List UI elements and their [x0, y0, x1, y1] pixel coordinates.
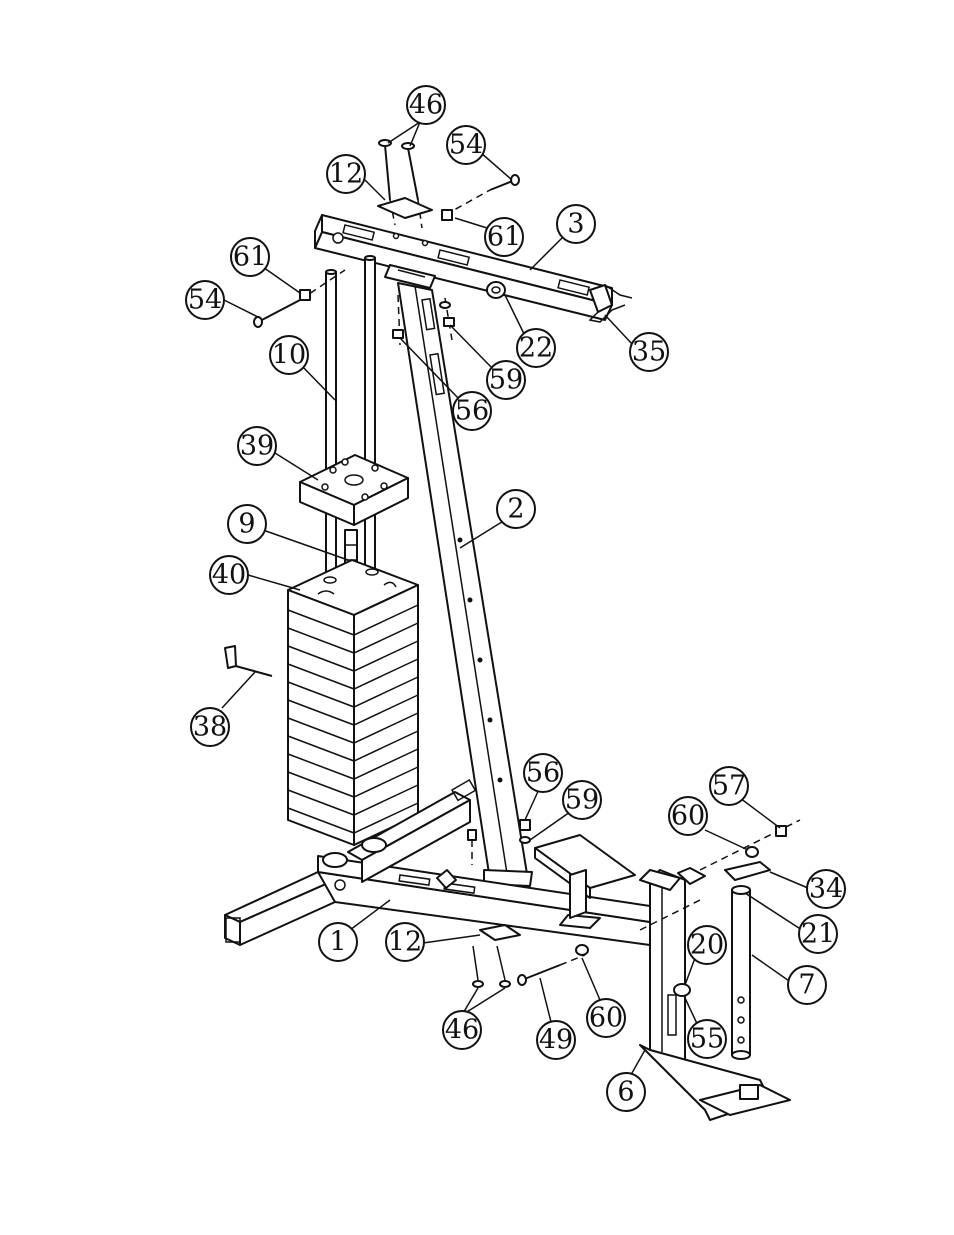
callout-61-left-label: 61 — [233, 242, 267, 273]
callout-46-top: 46 — [406, 85, 446, 125]
callout-46-top-label: 46 — [409, 90, 443, 121]
callout-9: 9 — [227, 504, 267, 544]
callout-1: 1 — [318, 922, 358, 962]
callout-6: 6 — [606, 1072, 646, 1112]
callout-54-left-label: 54 — [188, 285, 222, 316]
callout-35: 35 — [629, 332, 669, 372]
leg-tube-part-7 — [731, 885, 751, 1060]
callout-39-label: 39 — [240, 431, 274, 462]
callout-12-top: 12 — [326, 154, 366, 194]
callout-59-bottom: 59 — [562, 780, 602, 820]
leg-fasteners-34-57-60 — [699, 819, 801, 881]
pulley-part-22 — [486, 281, 506, 299]
callout-21-label: 21 — [801, 919, 835, 950]
top-bracket-part-12 — [377, 197, 433, 219]
callout-60-right: 60 — [668, 796, 708, 836]
callout-3: 3 — [556, 204, 596, 244]
callout-20: 20 — [687, 925, 727, 965]
callout-20-label: 20 — [690, 930, 724, 961]
callout-56-top-label: 56 — [455, 396, 489, 427]
callout-57-label: 57 — [712, 771, 746, 802]
callout-56-bottom-label: 56 — [526, 758, 560, 789]
callout-35-label: 35 — [632, 337, 666, 368]
callout-39: 39 — [237, 426, 277, 466]
callout-34: 34 — [806, 869, 846, 909]
callout-59-top: 59 — [486, 360, 526, 400]
weight-stack-part-40 — [287, 559, 419, 846]
callout-38: 38 — [190, 707, 230, 747]
callout-6-label: 6 — [617, 1077, 634, 1108]
callout-61-right: 61 — [484, 217, 524, 257]
leg-frame-part-6 — [639, 867, 791, 1121]
callout-2-label: 2 — [507, 494, 524, 525]
callout-59-top-label: 59 — [489, 365, 523, 396]
callout-61-left: 61 — [230, 237, 270, 277]
callout-12-bottom: 12 — [385, 922, 425, 962]
bottom-bracket-part-12 — [479, 924, 521, 941]
upright-top-fasteners — [392, 294, 455, 346]
callout-12-bottom-label: 12 — [388, 927, 422, 958]
callout-22: 22 — [516, 328, 556, 368]
weight-plate-lines — [287, 604, 419, 834]
callout-9-label: 9 — [238, 509, 255, 540]
bottom-carriage-bolts-part-46 — [472, 945, 511, 988]
callout-34-label: 34 — [809, 874, 843, 905]
callout-10-label: 10 — [272, 340, 306, 371]
callout-49: 49 — [536, 1020, 576, 1060]
crossbar-bracket — [384, 264, 436, 289]
callout-56-top: 56 — [452, 391, 492, 431]
callout-3-label: 3 — [567, 209, 584, 240]
callout-7: 7 — [787, 965, 827, 1005]
callout-60-right-label: 60 — [671, 801, 705, 832]
seat-support — [534, 834, 636, 919]
callout-46-bottom: 46 — [442, 1010, 482, 1050]
callout-54-top-label: 54 — [449, 130, 483, 161]
callout-59-bottom-label: 59 — [565, 785, 599, 816]
left-nut-part-61 — [299, 289, 311, 301]
callouts: 46 54 12 3 61 61 54 22 35 10 59 56 39 2 … — [185, 85, 846, 1112]
callout-22-label: 22 — [519, 333, 553, 364]
top-nut-part-61 — [441, 209, 453, 221]
callout-56-bottom: 56 — [523, 753, 563, 793]
callout-40: 40 — [209, 555, 249, 595]
callout-12-top-label: 12 — [329, 159, 363, 190]
callout-49-label: 49 — [539, 1025, 573, 1056]
callout-57: 57 — [709, 766, 749, 806]
bottom-nut-part-60 — [575, 944, 589, 956]
callout-60-bottom-label: 60 — [589, 1003, 623, 1034]
hook-part-35 — [588, 284, 633, 323]
callout-46-bottom-label: 46 — [445, 1015, 479, 1046]
callout-21: 21 — [798, 914, 838, 954]
callout-7-label: 7 — [798, 970, 815, 1001]
bottom-bolt-part-49 — [517, 954, 586, 986]
callout-55: 55 — [687, 1019, 727, 1059]
callout-55-label: 55 — [690, 1024, 724, 1055]
axle-part-20 — [673, 983, 691, 997]
top-plate-part-39 — [299, 454, 409, 526]
top-crossbar-part-3 — [314, 214, 613, 321]
callout-40-label: 40 — [212, 560, 246, 591]
callout-60-bottom: 60 — [586, 998, 626, 1038]
base-frame-part-1 — [224, 778, 651, 946]
callout-2: 2 — [496, 489, 536, 529]
selector-pin-part-38 — [224, 645, 273, 677]
top-bolt-part-54 — [444, 174, 520, 216]
callout-54-top: 54 — [446, 125, 486, 165]
callout-10: 10 — [269, 335, 309, 375]
callout-54-left: 54 — [185, 280, 225, 320]
callout-1-label: 1 — [329, 927, 346, 958]
callout-61-right-label: 61 — [487, 222, 521, 253]
callout-38-label: 38 — [193, 712, 227, 743]
